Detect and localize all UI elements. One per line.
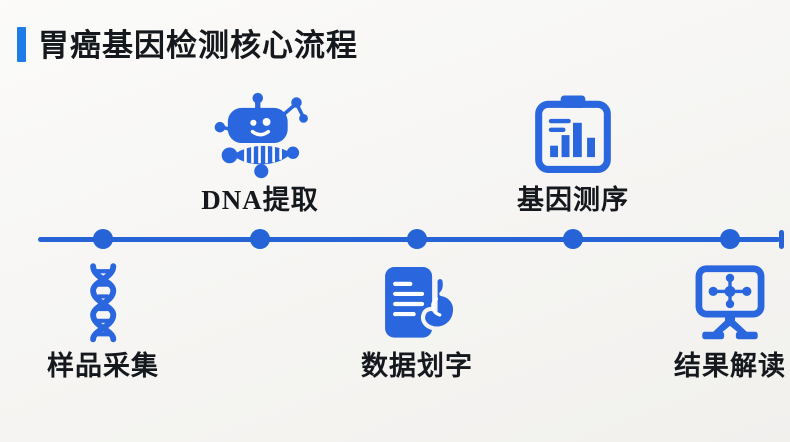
monitor-molecule-icon — [635, 256, 790, 346]
stage-3: 数据划字 — [322, 256, 512, 383]
stage-label: 数据划字 — [361, 351, 473, 381]
page-title: 胃癌基因检测核心流程 — [38, 28, 358, 63]
stage-label: 样品采集 — [47, 351, 159, 381]
robot-dna-icon — [165, 88, 355, 180]
timeline-node-dot — [563, 229, 583, 249]
stage-2: DNA提取 — [165, 88, 355, 217]
timeline-node-dot — [93, 229, 113, 249]
stage-label: 结果解读 — [674, 351, 786, 381]
dna-helix-icon — [8, 256, 198, 346]
title-accent-bar — [17, 27, 26, 62]
timeline-node-dot — [250, 229, 270, 249]
document-stomach-icon — [322, 256, 512, 346]
stage-1: 样品采集 — [8, 256, 198, 383]
stage-5: 结果解读 — [635, 256, 790, 383]
stage-label: 基因测序 — [517, 185, 629, 215]
timeline-node-dot — [407, 229, 427, 249]
stage-label: DNA提取 — [201, 185, 319, 215]
stage-4: 基因测序 — [478, 88, 668, 217]
timeline-node-dot — [720, 229, 740, 249]
clipboard-chart-icon — [478, 88, 668, 180]
timeline-end-tick — [779, 230, 784, 249]
